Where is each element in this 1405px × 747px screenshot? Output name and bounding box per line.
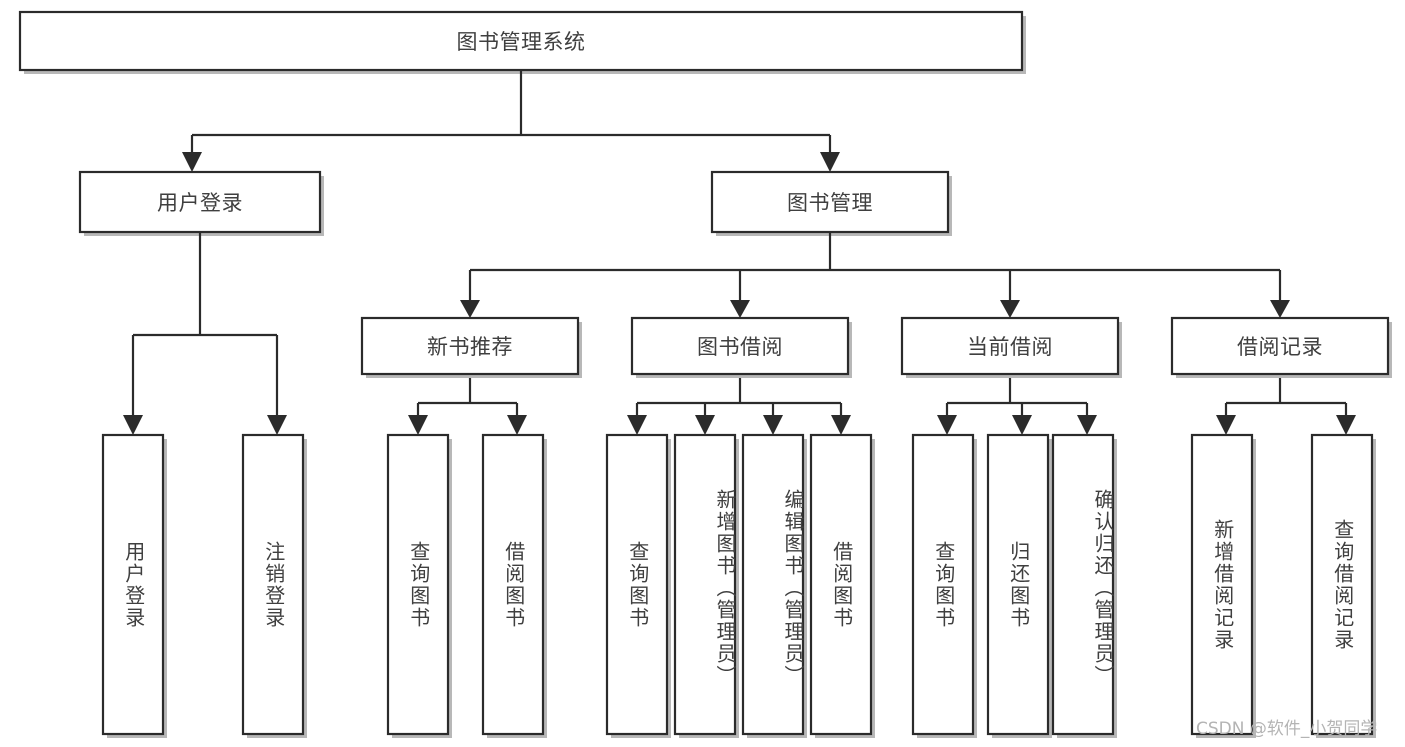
label-leaf-current-borrow-0: 查询图书 — [931, 540, 956, 629]
leaf-book-borrow-0[interactable] — [605, 433, 669, 736]
leaf-book-borrow-2[interactable] — [741, 433, 805, 736]
leaf-user-login-0[interactable] — [101, 433, 165, 736]
leaf-borrow-record-1[interactable] — [1310, 433, 1374, 736]
label-leaf-book-borrow-2: 编辑图书（管理员） — [781, 488, 805, 687]
watermark-text: CSDN @软件_小贺同学 — [1196, 719, 1378, 739]
leaf-user-login-1[interactable] — [241, 433, 305, 736]
node-book-management[interactable] — [710, 170, 950, 234]
leaf-current-borrow-0[interactable] — [911, 433, 975, 736]
label-leaf-book-borrow-0: 查询图书 — [625, 540, 650, 629]
label-leaf-book-borrow-1: 新增图书（管理员） — [713, 488, 737, 687]
label-leaf-current-borrow-2: 确认归还（管理员） — [1091, 488, 1115, 687]
label-leaf-user-login-1: 注销登录 — [261, 540, 286, 629]
leaf-new-book-1[interactable] — [481, 433, 545, 736]
node-borrow-record[interactable] — [1170, 316, 1390, 376]
label-book-management: 图书管理 — [787, 191, 873, 215]
label-leaf-borrow-record-0: 新增借阅记录 — [1210, 518, 1235, 651]
label-leaf-new-book-1: 借阅图书 — [501, 540, 526, 629]
label-leaf-book-borrow-3: 借阅图书 — [829, 540, 854, 629]
label-leaf-new-book-0: 查询图书 — [406, 540, 431, 629]
label-current-borrow: 当前借阅 — [967, 335, 1053, 359]
label-leaf-borrow-record-1: 查询借阅记录 — [1330, 518, 1355, 651]
leaf-book-borrow-1[interactable] — [673, 433, 737, 736]
connector-lines — [131, 70, 1348, 415]
label-book-borrow: 图书借阅 — [697, 335, 783, 359]
node-boxes — [18, 10, 1390, 736]
node-current-borrow[interactable] — [900, 316, 1120, 376]
node-root[interactable] — [18, 10, 1024, 72]
node-book-borrow[interactable] — [630, 316, 850, 376]
label-new-book-recommend: 新书推荐 — [427, 335, 513, 359]
arrow-heads — [123, 152, 1356, 435]
label-leaf-current-borrow-1: 归还图书 — [1006, 540, 1031, 629]
label-root: 图书管理系统 — [456, 30, 586, 54]
node-user-login[interactable] — [78, 170, 322, 234]
label-leaf-user-login-0: 用户登录 — [121, 540, 146, 629]
label-user-login: 用户登录 — [157, 191, 243, 215]
leaf-current-borrow-2[interactable] — [1051, 433, 1115, 736]
leaf-borrow-record-0[interactable] — [1190, 433, 1254, 736]
node-new-book-recommend[interactable] — [360, 316, 580, 376]
leaf-new-book-0[interactable] — [386, 433, 450, 736]
label-borrow-record: 借阅记录 — [1237, 335, 1323, 359]
leaf-current-borrow-1[interactable] — [986, 433, 1050, 736]
leaf-book-borrow-3[interactable] — [809, 433, 873, 736]
